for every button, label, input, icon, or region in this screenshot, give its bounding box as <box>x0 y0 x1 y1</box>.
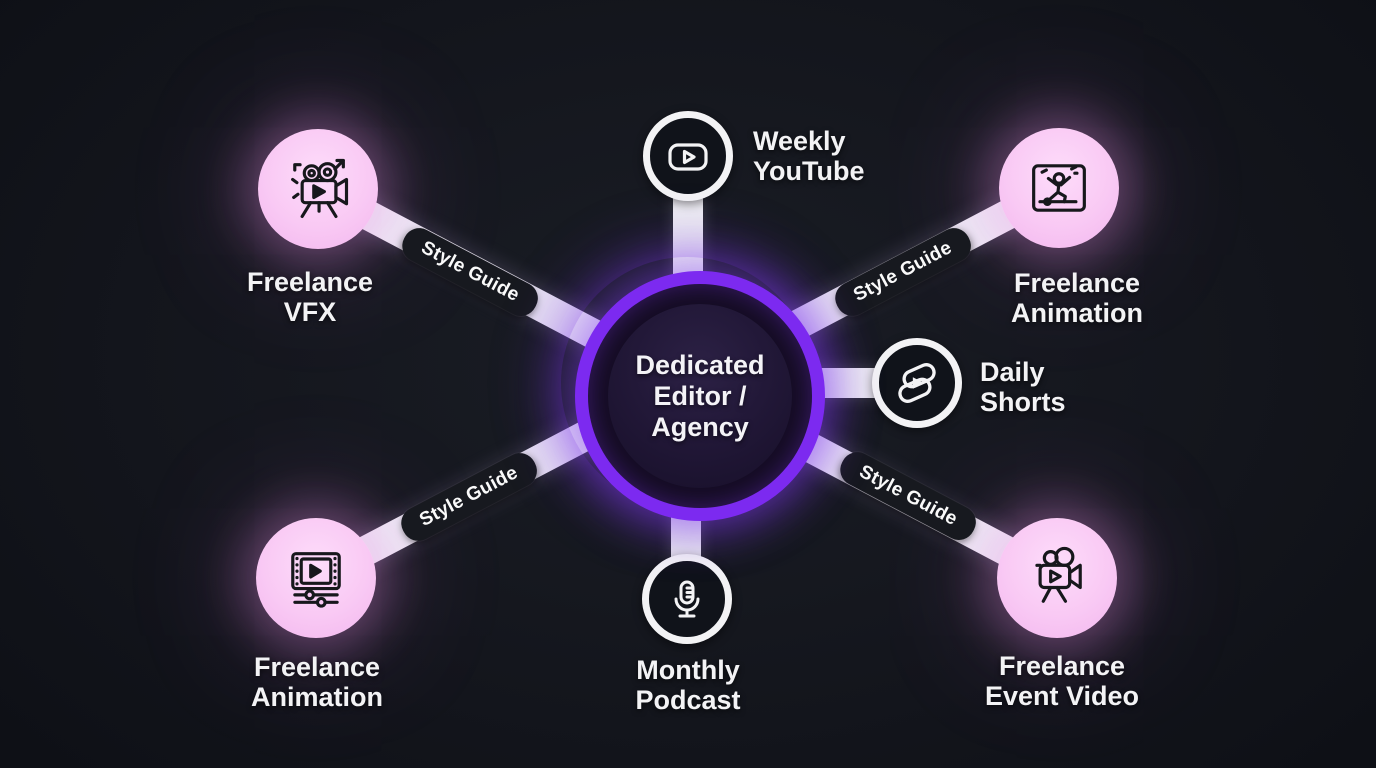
microphone-icon <box>674 580 700 618</box>
label-line: Monthly <box>636 655 740 685</box>
label-line: Freelance <box>1013 268 1141 298</box>
node-freelance-animation-bottom-left[interactable] <box>256 518 376 638</box>
label-line: Animation <box>1011 298 1143 328</box>
vfx-camera-icon <box>291 158 349 219</box>
animation-player-icon <box>1032 164 1086 212</box>
hub-label-line: Agency <box>651 411 749 442</box>
label-line: Daily <box>980 357 1045 387</box>
hub-label-line: Editor / <box>653 380 747 411</box>
hub-inner-circle: Dedicated Editor / Agency <box>608 304 792 488</box>
shorts-icon <box>898 363 936 403</box>
label-line: Freelance <box>998 651 1126 681</box>
node-freelance-animation-top-right[interactable] <box>999 128 1119 248</box>
label-freelance-vfx: Freelance VFX <box>210 267 410 327</box>
style-guide-badge: Style Guide <box>396 222 544 322</box>
film-player-icon <box>291 552 341 608</box>
node-weekly-youtube[interactable] <box>643 111 733 201</box>
label-line: Animation <box>251 682 383 712</box>
hub-node-dedicated-editor-agency[interactable]: Dedicated Editor / Agency <box>575 271 825 521</box>
label-line: Podcast <box>635 685 741 715</box>
style-guide-badge: Style Guide <box>834 446 982 546</box>
label-freelance-animation-bottom-left: Freelance Animation <box>192 652 442 712</box>
hub-label-line: Dedicated <box>635 349 765 380</box>
label-weekly-youtube: Weekly YouTube <box>753 126 864 186</box>
label-line: Freelance <box>253 652 381 682</box>
style-guide-label: Style Guide <box>417 237 523 306</box>
label-line: Event Video <box>984 681 1140 711</box>
node-daily-shorts[interactable] <box>872 338 962 428</box>
node-freelance-event-video[interactable] <box>997 518 1117 638</box>
event-camera-icon <box>1035 546 1082 603</box>
label-line: YouTube <box>753 156 865 186</box>
style-guide-badge: Style Guide <box>395 447 543 547</box>
label-daily-shorts: Daily Shorts <box>980 357 1066 417</box>
label-line: Shorts <box>980 387 1066 417</box>
hub-label: Dedicated Editor / Agency <box>635 350 764 443</box>
label-monthly-podcast: Monthly Podcast <box>588 655 788 715</box>
style-guide-label: Style Guide <box>850 237 956 306</box>
style-guide-label: Style Guide <box>416 462 522 531</box>
label-freelance-animation-top-right: Freelance Animation <box>952 268 1202 328</box>
label-line: Weekly <box>753 126 846 156</box>
youtube-play-icon <box>668 143 708 171</box>
node-monthly-podcast[interactable] <box>642 554 732 644</box>
label-line: Freelance <box>246 267 374 297</box>
style-guide-label: Style Guide <box>855 461 961 530</box>
label-line: VFX <box>283 297 337 327</box>
label-freelance-event-video: Freelance Event Video <box>912 651 1212 711</box>
node-freelance-vfx[interactable] <box>258 129 378 249</box>
